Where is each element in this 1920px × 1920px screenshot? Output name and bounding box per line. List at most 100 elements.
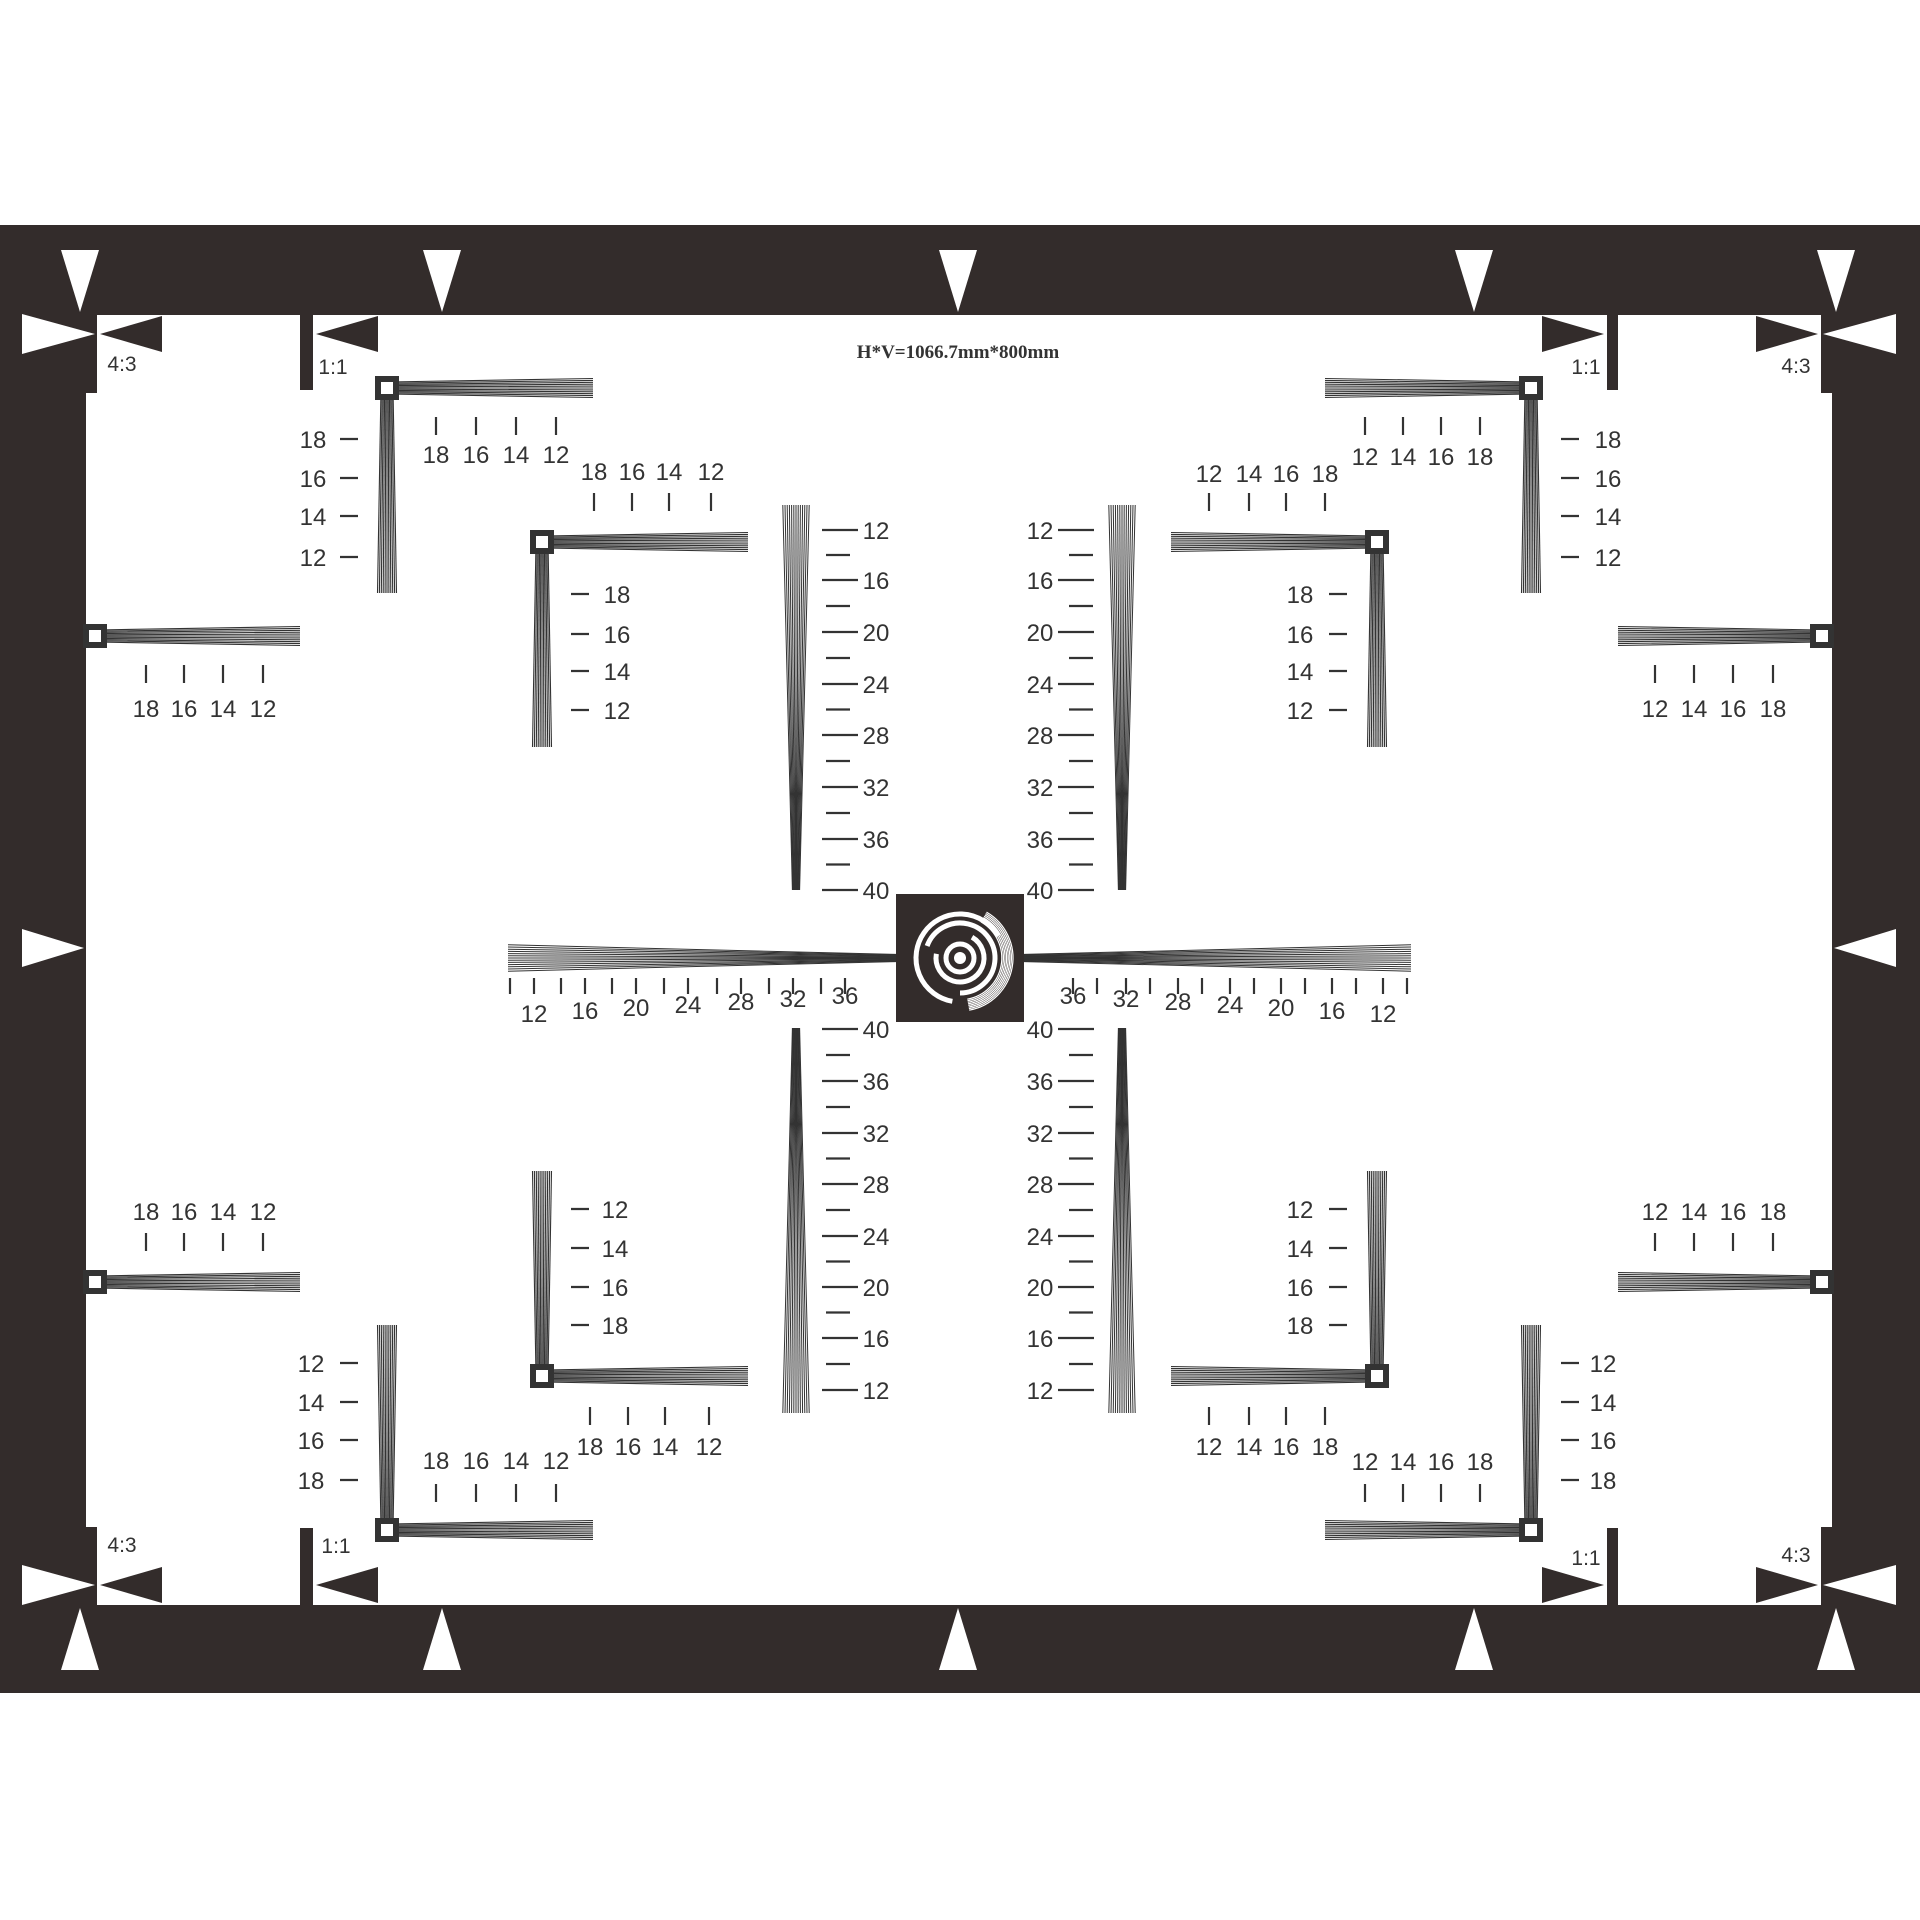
resolution-line: [1380, 1170, 1384, 1377]
resolution-line: [1531, 1324, 1534, 1531]
wedge-line: [1023, 948, 1412, 957]
aspect-label-1-1: 1:1: [321, 1535, 350, 1558]
center-top-left-scale-label: 16: [1027, 568, 1054, 595]
wedge-line: [1023, 959, 1412, 968]
wedge-line: [799, 504, 810, 891]
target-fine-arc: [967, 917, 1008, 1005]
frame-marker-top: [1817, 250, 1855, 312]
resolution-line: [94, 1283, 301, 1287]
tick-label: 14: [298, 1390, 325, 1417]
wedge-line: [1023, 961, 1412, 972]
resolution-line: [1324, 381, 1532, 385]
center-top-right-scale-label: 20: [863, 620, 890, 647]
tick-label: 16: [1595, 466, 1622, 493]
center-bottom-right-scale-label: 12: [863, 1378, 890, 1405]
resolution-line: [546, 1170, 551, 1377]
resolution-line: [1617, 625, 1823, 631]
resolution-line: [94, 637, 301, 641]
tick-label: 18: [1467, 1449, 1494, 1476]
center-right-scale-label: 32: [1113, 986, 1140, 1013]
center-left-scale-label: 12: [521, 1001, 548, 1028]
wedge-line: [507, 948, 897, 957]
tick-label: 18: [1287, 1313, 1314, 1340]
resolution-line: [1617, 1279, 1823, 1282]
inner-bottom-right-horizontal-bundle: [1170, 1365, 1378, 1387]
center-bottom-left-scale-label: 12: [1027, 1378, 1054, 1405]
tick-label: 14: [604, 659, 631, 686]
resolution-line: [1324, 388, 1532, 391]
center-bottom-left-scale-label: 16: [1027, 1326, 1054, 1353]
center-right-scale-label: 28: [1165, 989, 1192, 1016]
resolution-line: [386, 377, 594, 383]
resolution-line: [1170, 535, 1378, 539]
wedge-line: [788, 504, 795, 891]
tick-label: 12: [1642, 696, 1669, 723]
resolution-line: [1324, 1530, 1532, 1533]
resolution-line: [1617, 1282, 1823, 1285]
resolution-line: [1532, 387, 1536, 594]
wedge-line: [507, 958, 897, 961]
outer-bottom-right-vertical-bundle: [1520, 1324, 1542, 1531]
tick-label: 14: [503, 442, 530, 469]
frame-marker-bottom: [1817, 1608, 1855, 1670]
tick-label: 14: [1390, 444, 1417, 471]
resolution-line: [1528, 1324, 1531, 1531]
tick-label: 12: [1287, 698, 1314, 725]
resolution-line: [94, 641, 301, 647]
resolution-line: [541, 1377, 749, 1381]
wedge-line: [786, 504, 795, 891]
resolution-line: [1617, 1271, 1823, 1277]
chart-title: H*V=1066.7mm*800mm: [857, 342, 1060, 363]
tick-label: 16: [1428, 444, 1455, 471]
wedge-line: [507, 953, 897, 958]
tick-label: 14: [210, 696, 237, 723]
wedge-line: [507, 961, 897, 972]
resolution-line: [537, 1170, 541, 1377]
resolution-line: [1377, 541, 1380, 748]
tick-label: 18: [300, 427, 327, 454]
resolution-line: [542, 1170, 545, 1377]
wedge-line: [1117, 504, 1122, 891]
resolution-line: [94, 1287, 301, 1293]
resolution-line: [386, 1519, 594, 1525]
resolution-line: [1324, 1525, 1532, 1529]
resolution-line: [541, 543, 749, 547]
ratio-arrow-4-3: [1756, 316, 1818, 352]
tick-label: 14: [1595, 504, 1622, 531]
target-arc: [924, 920, 998, 996]
wedge-line: [799, 1027, 810, 1414]
center-bottom-left-scale-label: 32: [1027, 1121, 1054, 1148]
tick-label: 14: [1681, 1199, 1708, 1226]
tick-label: 14: [602, 1236, 629, 1263]
outer-bottom-left-square-center: [381, 1524, 393, 1536]
ratio-arrow-4-3: [100, 316, 162, 352]
aspect-label-1-1: 1:1: [1571, 1547, 1600, 1570]
resolution-line: [1520, 1324, 1526, 1531]
resolution-line: [541, 1369, 749, 1373]
resolution-line: [1536, 387, 1542, 594]
resolution-line: [1170, 1381, 1378, 1387]
resolution-line: [1381, 541, 1386, 748]
center-right-scale-label: 36: [1060, 983, 1087, 1010]
center-left-scale-label: 20: [623, 995, 650, 1022]
ratio-arrow-1-1: [1542, 316, 1604, 352]
wedge-line: [1023, 944, 1412, 955]
inner-top-right-vertical-bundle: [1366, 541, 1388, 748]
resolution-line: [388, 387, 392, 594]
center-bottom-left-scale-label: 40: [1027, 1017, 1054, 1044]
wedge-line: [791, 1027, 796, 1414]
tick-label: 16: [1720, 696, 1747, 723]
frame-marker-top: [61, 250, 99, 312]
edge-bar-bundle: [94, 1271, 301, 1293]
resolution-line: [547, 541, 553, 748]
resolution-line: [386, 1525, 594, 1529]
tick-label: 16: [300, 466, 327, 493]
inner-bottom-left-horizontal-bundle: [541, 1365, 749, 1387]
tick-label: 18: [1590, 1468, 1617, 1495]
wedge-line: [507, 960, 897, 970]
outer-top-left-horizontal-bundle: [386, 377, 594, 399]
tick-label: 18: [1312, 1434, 1339, 1461]
center-bottom-right-scale-label: 32: [863, 1121, 890, 1148]
resolution-line: [380, 1324, 384, 1531]
